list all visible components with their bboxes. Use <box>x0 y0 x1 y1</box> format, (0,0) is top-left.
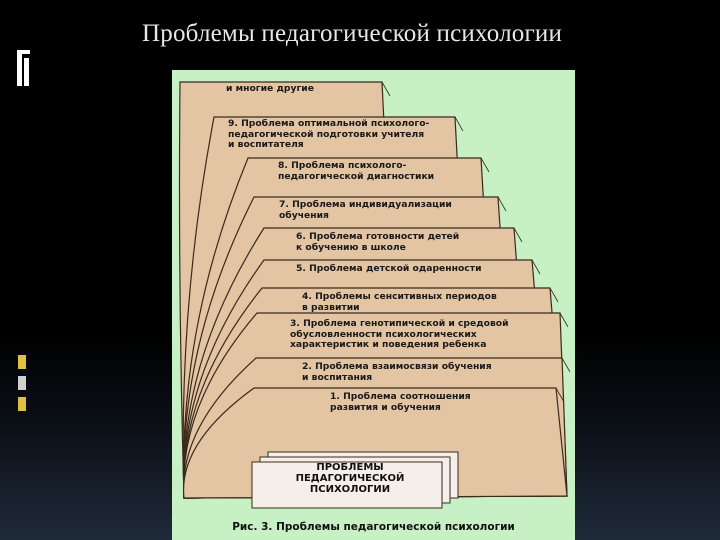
card-edge <box>561 357 571 373</box>
decor-marks <box>18 355 26 418</box>
problem-card-label: 6. Проблема готовности детей к обучению … <box>296 231 460 253</box>
card-edge <box>559 312 569 328</box>
card-edge <box>513 227 523 243</box>
problem-card-label: 1. Проблема соотношения развития и обуче… <box>330 391 471 413</box>
card-edge <box>454 116 464 132</box>
decor-mark <box>18 355 26 369</box>
card-edge <box>480 157 490 173</box>
slide-title: Проблемы педагогической психологии <box>142 20 563 47</box>
card-edge <box>555 387 565 403</box>
problem-card-label: 4. Проблемы сенситивных периодов в разви… <box>302 291 497 313</box>
figure-caption: Рис. 3. Проблемы педагогической психолог… <box>232 521 515 533</box>
card-edge <box>497 196 507 212</box>
card-edge <box>549 287 559 303</box>
card-edge <box>381 81 391 97</box>
decor-bar-inner <box>24 58 29 86</box>
decor-bar-horizontal <box>17 50 30 54</box>
problem-card-label: и многие другие <box>226 83 314 94</box>
problem-card-label: 5. Проблема детской одаренности <box>296 263 482 274</box>
diagram-figure: и многие другие 9. Проблема оптимальной п… <box>172 70 575 540</box>
problem-card-label: 7. Проблема индивидуализации обучения <box>279 199 452 221</box>
decor-mark <box>18 397 26 411</box>
problem-card-label: 2. Проблема взаимосвязи обучения и воспи… <box>302 361 492 383</box>
decor-mark <box>18 376 26 390</box>
problem-card-label: 9. Проблема оптимальной психолого- педаг… <box>228 118 430 150</box>
decor-bar-vertical <box>17 50 22 86</box>
base-box <box>251 461 443 509</box>
fan-diagram <box>178 81 571 509</box>
problem-card-label: 3. Проблема генотипической и средовой об… <box>290 318 509 350</box>
problem-card-label: 8. Проблема психолого- педагогической ди… <box>278 160 435 182</box>
card-edge <box>531 259 541 275</box>
base-label: ПРОБЛЕМЫ ПЕДАГОГИЧЕСКОЙ ПСИХОЛОГИИ <box>295 462 405 495</box>
